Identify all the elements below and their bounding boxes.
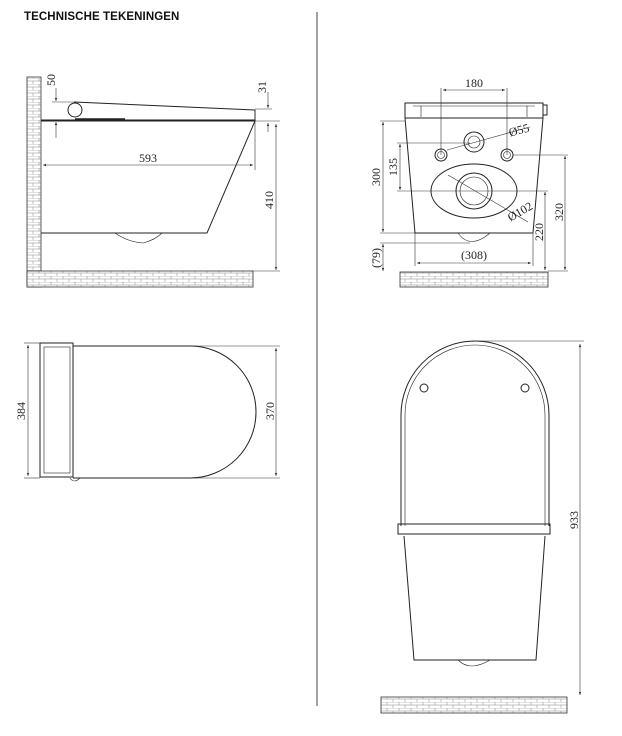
top-view: 384 370 xyxy=(14,342,280,482)
seat xyxy=(404,102,544,119)
open-lid-view: 933 xyxy=(380,340,584,714)
front-view: 180 Ø55 Ø102 300 135 (79) (308) 220 320 xyxy=(369,76,568,288)
seat-lid xyxy=(41,101,256,121)
dim-total-height: 300 xyxy=(369,168,383,186)
hinge xyxy=(67,102,83,118)
section-title: TECHNISCHE TEKENINGEN xyxy=(24,11,180,23)
dim-bowl-height: 410 xyxy=(262,191,276,209)
seat-back xyxy=(39,342,74,478)
floor xyxy=(380,696,568,714)
dim-inlet-height: 320 xyxy=(552,203,566,221)
dim-hole-spacing: 180 xyxy=(465,76,483,90)
dim-lid-height: 31 xyxy=(255,81,269,93)
wall xyxy=(26,76,42,288)
dim-hole-offset: 135 xyxy=(386,158,400,176)
dim-total-height: 933 xyxy=(567,511,581,529)
dim-floor-gap: (79) xyxy=(369,248,383,268)
dim-outlet-diameter: Ø102 xyxy=(505,199,535,224)
bowl-outline xyxy=(403,535,546,661)
dim-bowl-width: 370 xyxy=(263,402,277,420)
bowl-outline xyxy=(41,120,256,234)
dim-seat-height: 50 xyxy=(44,74,58,86)
lid-outline xyxy=(400,340,550,526)
side-view: 593 410 31 50 xyxy=(26,74,280,288)
floor xyxy=(26,270,254,288)
seat xyxy=(397,523,551,535)
dim-outlet-height: 220 xyxy=(532,223,546,241)
dim-depth: 593 xyxy=(139,151,157,165)
dim-total-width: 384 xyxy=(14,402,28,420)
floor xyxy=(399,271,549,288)
bowl-outline xyxy=(404,117,544,234)
bowl-outline xyxy=(73,345,257,479)
dim-width: (308) xyxy=(461,248,487,262)
dim-inlet-diameter: Ø55 xyxy=(507,121,531,140)
